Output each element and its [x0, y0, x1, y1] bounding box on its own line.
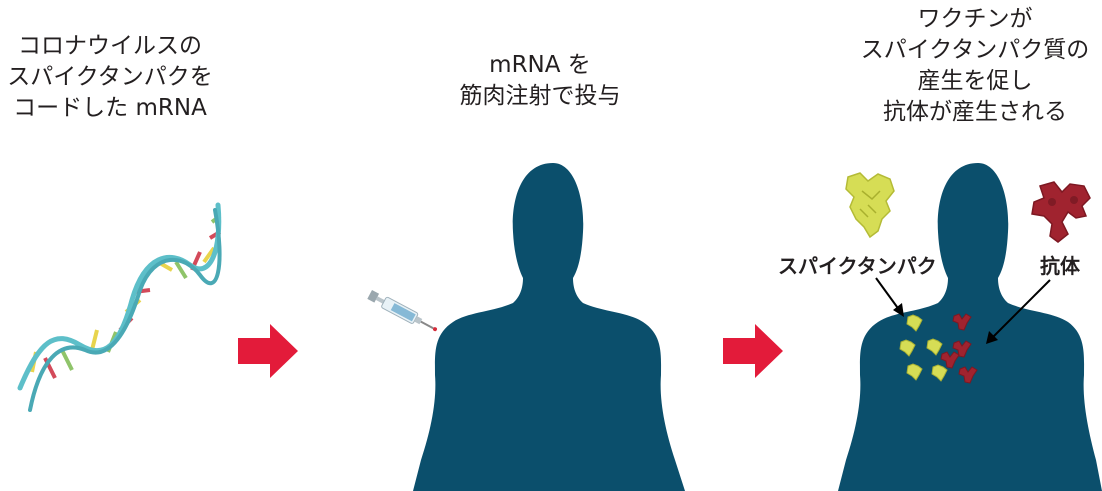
caption-line: スパイクタンパク質の [860, 37, 1090, 63]
caption-line: 抗体が産生される [883, 99, 1067, 125]
dna-base-pair [174, 260, 188, 280]
dna-helix-icon [17, 202, 222, 412]
caption-line: ワクチンが [917, 6, 1033, 32]
antibody-icon [1031, 181, 1091, 243]
dna-base-pair [60, 349, 74, 371]
caption-line: スパイクタンパクを [7, 64, 213, 90]
caption-line: 産生を促し [917, 68, 1033, 94]
antibody-icon [952, 340, 972, 358]
label-antibody: 抗体 [1040, 254, 1080, 278]
caption-line: 筋肉注射で投与 [459, 83, 621, 109]
right-arrow-icon [723, 324, 783, 378]
caption-mrna: コロナウイルスの スパイクタンパクを コードした mRNA [0, 31, 220, 124]
pointer-arrow-antibody [986, 279, 1051, 344]
human-silhouette-icon [413, 163, 685, 491]
syringe-icon [367, 290, 437, 332]
dna-base-pair [202, 246, 216, 264]
spike-protein-icon [906, 363, 923, 381]
caption-line: コロナウイルスの [18, 33, 202, 59]
pointer-arrow-spike [875, 277, 904, 317]
spike-protein-icon [906, 314, 923, 332]
antibody-icon [958, 366, 978, 384]
human-silhouette-icon [838, 163, 1102, 491]
right-arrow-icon [238, 324, 298, 378]
label-spike-protein: スパイクタンパク [778, 254, 937, 278]
dna-base-pair [90, 329, 99, 351]
caption-line: mRNA を [489, 52, 591, 78]
antibody-icon [940, 351, 960, 369]
spike-protein-icon [845, 172, 895, 239]
antibody-icon [952, 313, 972, 331]
spike-protein-icon [926, 338, 943, 356]
caption-result: ワクチンが スパイクタンパク質の 産生を促し 抗体が産生される [850, 4, 1100, 128]
spike-protein-icon [899, 339, 916, 357]
caption-line: コードした mRNA [13, 95, 207, 121]
caption-injection: mRNA を 筋肉注射で投与 [420, 50, 660, 112]
spike-protein-icon [931, 364, 948, 382]
